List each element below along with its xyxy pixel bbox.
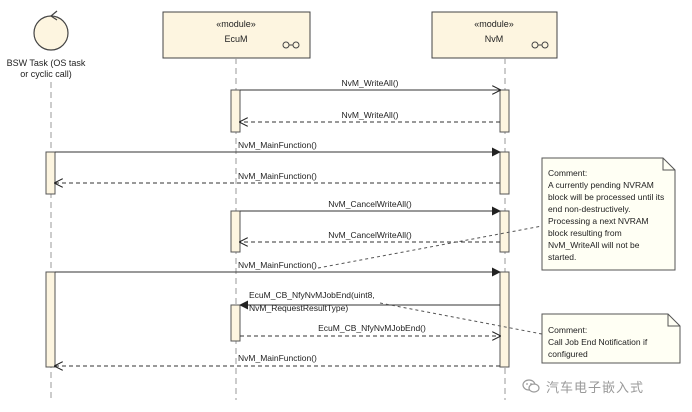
participant-nvm: «module» NvM — [431, 11, 558, 59]
bsw-task-label-line2: or cyclic call) — [20, 69, 72, 79]
message-label: NvM_MainFunction() — [238, 171, 317, 181]
ecum-name: EcuM — [224, 34, 247, 44]
watermark-text: 汽车电子嵌入式 — [546, 380, 645, 396]
message-ecum-cb-nfynvmjobend-call: EcuM_CB_NfyNvMJobEnd(uint8, NvM_RequestR… — [239, 290, 500, 313]
note-line: started. — [548, 252, 576, 262]
nvm-module-box — [431, 11, 558, 59]
note-box — [541, 313, 681, 364]
message-label-line1: EcuM_CB_NfyNvMJobEnd(uint8, — [249, 290, 375, 300]
note-connector-1 — [317, 225, 543, 269]
message-label: NvM_MainFunction() — [238, 140, 317, 150]
message-nvm-mainfunction-call-2: NvM_MainFunction() — [55, 260, 501, 277]
participant-ecum: «module» EcuM — [162, 11, 311, 59]
nvm-name: NvM — [485, 34, 504, 44]
message-ecum-cb-nfynvmjobend-return: EcuM_CB_NfyNvMJobEnd() — [240, 323, 500, 336]
message-nvm-mainfunction-return-2: NvM_MainFunction() — [55, 353, 500, 366]
message-nvm-mainfunction-call-1: NvM_MainFunction() — [55, 140, 501, 157]
message-label: NvM_MainFunction() — [238, 260, 317, 270]
wechat-logo-icon — [522, 379, 540, 393]
note-fold-icon — [662, 158, 675, 171]
participant-bsw-task: BSW Task (OS task or cyclic call) — [7, 10, 86, 79]
bsw-task-circle — [33, 15, 69, 51]
activation-ecum-3 — [230, 304, 241, 342]
activation-nvm-3 — [499, 210, 510, 253]
message-label: EcuM_CB_NfyNvMJobEnd() — [318, 323, 426, 333]
message-label: NvM_CancelWriteAll() — [328, 199, 412, 209]
message-nvm-writeall-call: NvM_WriteAll() — [240, 78, 500, 90]
message-nvm-writeall-return: NvM_WriteAll() — [240, 110, 500, 122]
note-line: Processing a next NVRAM — [548, 216, 649, 226]
note-line: Comment: — [548, 168, 587, 178]
note-line: block resulting from — [548, 228, 622, 238]
ecum-stereotype: «module» — [216, 19, 256, 29]
note-box — [541, 157, 676, 271]
note-line: end non-destructively. — [548, 204, 631, 214]
note-line: block will be processed until its — [548, 192, 664, 202]
activation-ecum-2 — [230, 210, 241, 253]
note-line: Comment: — [548, 325, 587, 335]
nvm-stereotype: «module» — [474, 19, 514, 29]
message-nvm-cancelwriteall-return: NvM_CancelWriteAll() — [240, 230, 500, 242]
control-arrow-icon — [50, 10, 58, 21]
message-label-line2: NvM_RequestResultType) — [249, 303, 348, 313]
component-icon — [282, 41, 300, 49]
comment-note-job-end: Comment: Call Job End Notification if co… — [541, 313, 681, 364]
message-nvm-cancelwriteall-call: NvM_CancelWriteAll() — [240, 199, 501, 216]
activation-nvm-2 — [499, 151, 510, 195]
comment-note-cancel: Comment: A currently pending NVRAM block… — [541, 157, 676, 271]
ecum-module-box — [162, 11, 311, 59]
note-line: Call Job End Notification if — [548, 337, 648, 347]
note-line: A currently pending NVRAM — [548, 180, 654, 190]
message-label: NvM_WriteAll() — [342, 78, 399, 88]
note-line: NvM_WriteAll will not be — [548, 240, 640, 250]
message-nvm-mainfunction-return-1: NvM_MainFunction() — [55, 171, 500, 183]
message-label: NvM_MainFunction() — [238, 353, 317, 363]
message-label: NvM_CancelWriteAll() — [328, 230, 412, 240]
activation-nvm-4 — [499, 271, 510, 368]
bsw-task-label-line1: BSW Task (OS task — [7, 58, 86, 68]
message-label: NvM_WriteAll() — [342, 110, 399, 120]
component-icon — [531, 41, 549, 49]
activation-ecum-1 — [230, 89, 241, 133]
watermark: 汽车电子嵌入式 — [522, 376, 644, 396]
activation-bsw-1 — [45, 151, 56, 195]
activation-nvm-1 — [499, 89, 510, 133]
activation-bsw-2 — [45, 271, 56, 368]
note-line: configured — [548, 349, 588, 359]
note-fold-icon — [667, 314, 680, 327]
